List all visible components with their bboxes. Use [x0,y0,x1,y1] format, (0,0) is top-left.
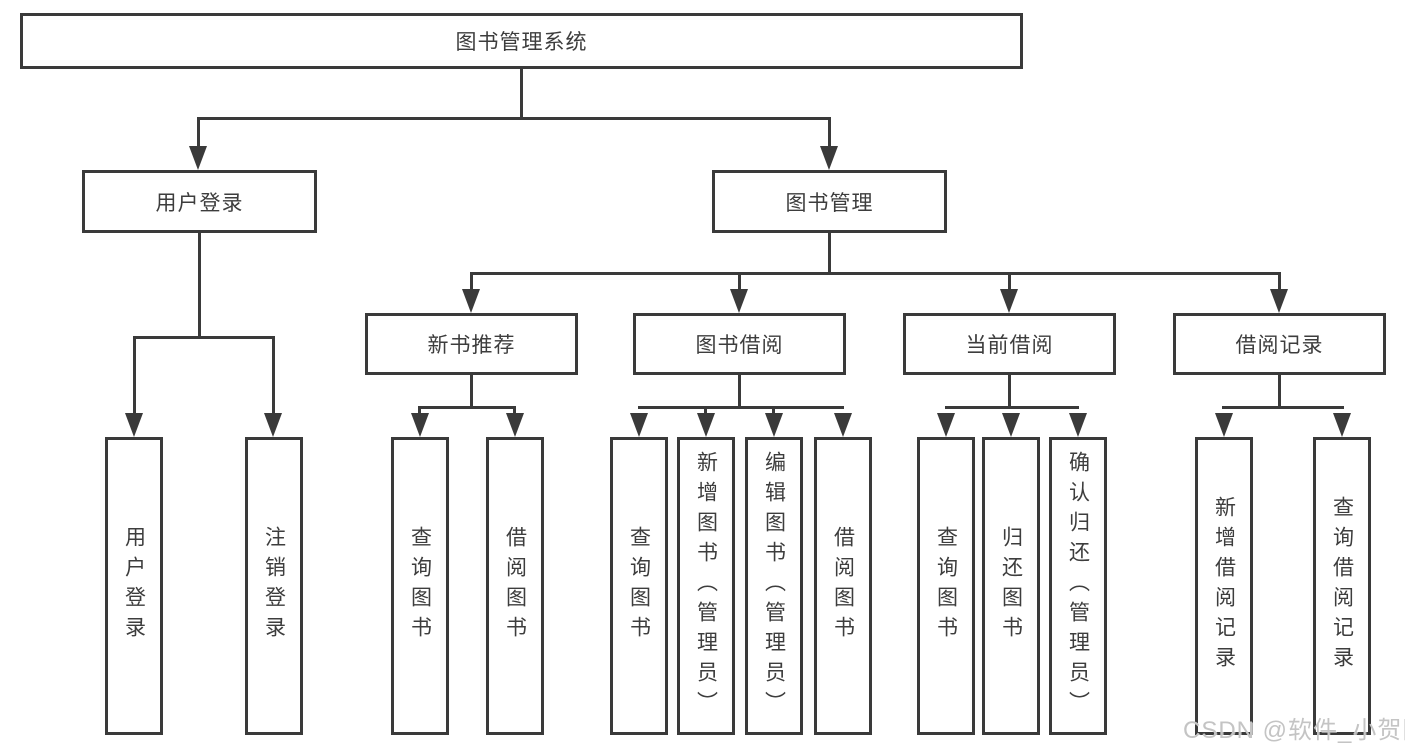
node-label: 借阅记录 [1235,334,1324,357]
connector-drop-user-login [197,117,200,149]
node-book-management: 图书管理 [712,170,947,233]
leaf-user-login: 用户登录 [105,437,163,735]
connector-group-stem [1008,375,1011,409]
arrow-down-icon [1215,413,1233,437]
leaf-label: 注销登录 [262,526,286,646]
leaf-add-book-admin: 新增图书（管理员） [677,437,735,735]
arrow-down-icon [1069,413,1087,437]
node-label: 用户登录 [155,191,244,215]
leaf-label: 新增借阅记录 [1212,496,1236,676]
connector-drop-new-book [470,272,473,292]
node-label: 图书管理 [785,191,874,215]
leaf-label: 确认归还（管理员） [1066,451,1090,721]
leaf-query-books-current: 查询图书 [917,437,975,735]
connector-group-rail [945,406,1079,409]
connector-drop-leaf [418,406,421,416]
leaf-label: 编辑图书（管理员） [762,451,786,721]
csdn-watermark: CSDN @软件_小贺同学 [1183,717,1405,744]
leaf-logout: 注销登录 [245,437,303,735]
arrow-down-icon [506,413,524,437]
connector-root-stem [520,69,523,118]
arrow-down-icon [697,413,715,437]
leaf-label: 归还图书 [999,526,1023,646]
connector-drop-leaf [272,336,275,416]
leaf-label: 查询图书 [408,526,432,646]
arrow-down-icon [264,413,282,437]
node-user-login: 用户登录 [82,170,317,233]
connector-level3-rail [470,272,1281,275]
leaf-label: 查询图书 [627,526,651,646]
arrow-down-icon [630,413,648,437]
leaf-query-books-recommend: 查询图书 [391,437,449,735]
leaf-edit-book-admin: 编辑图书（管理员） [745,437,803,735]
arrow-down-icon [125,413,143,437]
arrow-down-icon [1270,289,1288,313]
leaf-label: 借阅图书 [503,526,527,646]
node-new-book-recommend: 新书推荐 [365,313,578,375]
leaf-borrow-books: 借阅图书 [814,437,872,735]
node-label: 图书管理系统 [455,31,588,54]
node-library-management-system: 图书管理系统 [20,13,1023,69]
arrow-down-icon [1002,413,1020,437]
connector-group-stem [1278,375,1281,409]
node-label: 当前借阅 [965,334,1054,357]
connector-drop-leaf [704,406,707,416]
leaf-add-borrow-record: 新增借阅记录 [1195,437,1253,735]
arrow-down-icon [834,413,852,437]
connector-group-stem [470,375,473,409]
leaf-confirm-return-admin: 确认归还（管理员） [1049,437,1107,735]
connector-drop-book-borrow [738,272,741,292]
connector-drop-book-management [828,117,831,149]
node-label: 新书推荐 [427,334,516,357]
arrow-down-icon [1000,289,1018,313]
node-label: 图书借阅 [695,334,784,357]
connector-group-rail [1222,406,1344,409]
node-book-borrow: 图书借阅 [633,313,846,375]
connector-drop-leaf [133,336,136,416]
node-current-borrow: 当前借阅 [903,313,1116,375]
arrow-down-icon [411,413,429,437]
node-borrow-records: 借阅记录 [1173,313,1386,375]
connector-drop-borrow-records [1278,272,1281,292]
leaf-label: 借阅图书 [831,526,855,646]
connector-group-rail [418,406,516,409]
leaf-query-books-borrow: 查询图书 [610,437,668,735]
arrow-down-icon [765,413,783,437]
arrow-down-icon [1333,413,1351,437]
connector-book-management-stem [828,233,831,274]
connector-group-stem [738,375,741,409]
connector-level2-rail [197,117,831,120]
connector-user-login-stem [198,233,201,339]
connector-user-login-rail [133,336,274,339]
leaf-return-books: 归还图书 [982,437,1040,735]
leaf-label: 新增图书（管理员） [694,451,718,721]
arrow-down-icon [462,289,480,313]
leaf-query-borrow-record: 查询借阅记录 [1313,437,1371,735]
connector-drop-current-borrow [1008,272,1011,292]
leaf-borrow-books-recommend: 借阅图书 [486,437,544,735]
arrow-down-icon [730,289,748,313]
connector-drop-leaf [772,406,775,416]
arrow-down-icon [937,413,955,437]
arrow-down-icon [820,146,838,170]
leaf-label: 用户登录 [122,526,146,646]
connector-drop-leaf [513,406,516,416]
connector-group-rail [638,406,844,409]
leaf-label: 查询借阅记录 [1330,496,1354,676]
leaf-label: 查询图书 [934,526,958,646]
arrow-down-icon [189,146,207,170]
